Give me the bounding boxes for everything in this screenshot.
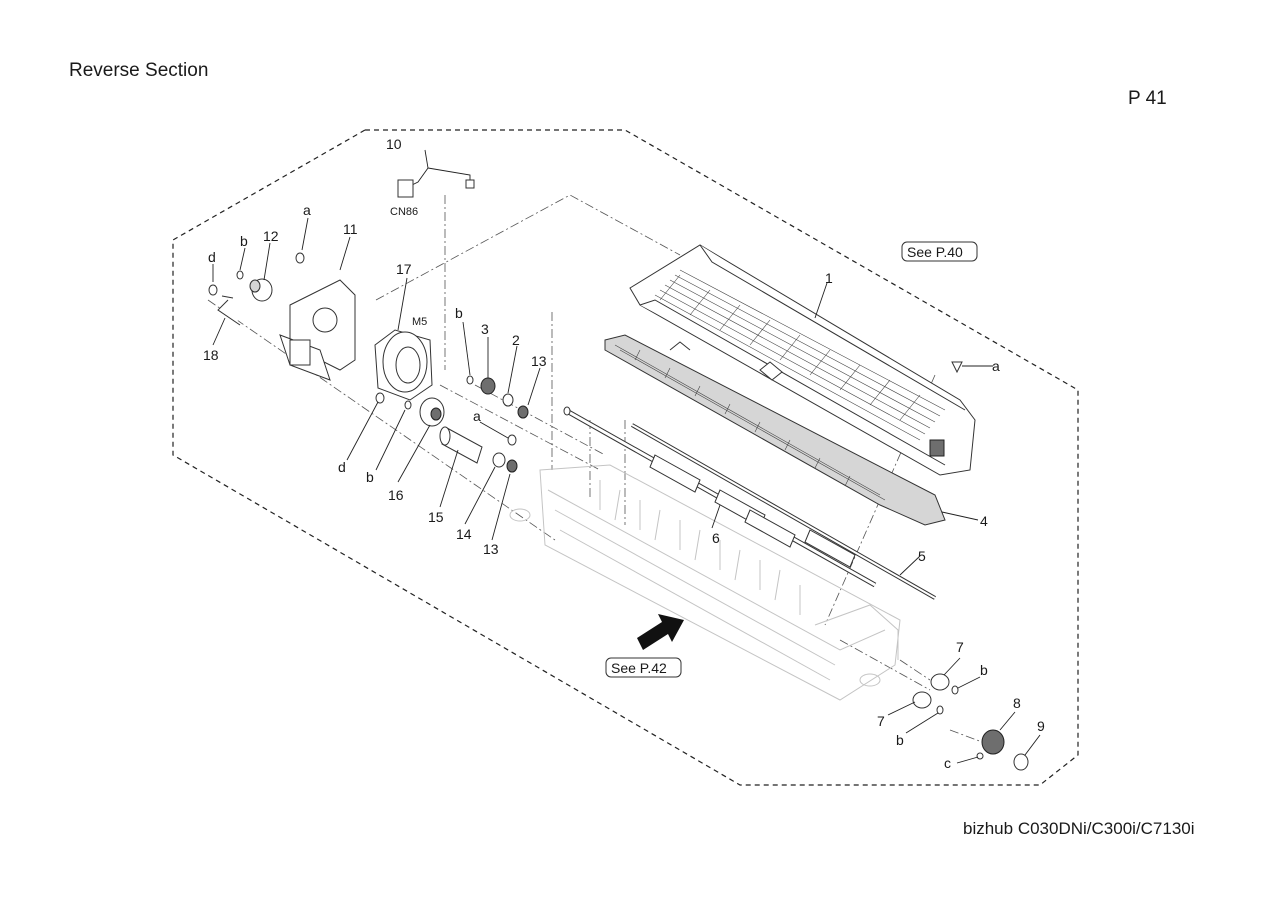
fastener-a-right: a: [992, 358, 1000, 374]
callout-17: 17: [396, 261, 412, 277]
connector-cn86-label: CN86: [390, 206, 418, 218]
part-17-motor: [374, 329, 433, 401]
callout-5: 5: [918, 548, 926, 564]
fastener-d-top: d: [208, 249, 216, 265]
direction-arrow: [637, 614, 684, 650]
callout-3: 3: [481, 321, 489, 337]
fastener-b-right-lower: b: [896, 732, 904, 748]
callout-6: 6: [712, 530, 720, 546]
part-12-pulley: [249, 278, 273, 302]
ref-see-p42-text: See P.42: [611, 660, 667, 676]
callout-11: 11: [343, 221, 358, 237]
part-7-bushing-lower: [912, 691, 932, 709]
part-8-gear: [981, 729, 1005, 755]
callout-7-lower: 7: [877, 713, 885, 729]
small-components: [208, 252, 963, 473]
part-7-bushing-upper: [930, 673, 950, 691]
callout-7-upper: 7: [956, 639, 964, 655]
callout-2: 2: [512, 332, 520, 348]
callout-1: 1: [825, 270, 833, 286]
ref-see-p40[interactable]: See P.40: [901, 241, 978, 262]
callout-leaders: [212, 217, 1041, 764]
section-boundary: [172, 129, 1079, 786]
part-2-washer: [502, 393, 514, 407]
callout-14: 14: [456, 526, 472, 542]
callout-18: 18: [203, 347, 219, 363]
part-15-sleeve: [439, 426, 483, 464]
page-title: Reverse Section: [69, 60, 209, 81]
page-number: P 41: [1128, 88, 1167, 109]
motor-m5-label: M5: [412, 316, 427, 328]
callout-10: 10: [386, 136, 402, 152]
model-name: bizhub C030DNi/C300i/C7130i: [963, 819, 1195, 838]
part-13-bushing-lower: [506, 459, 518, 473]
ref-see-p40-text: See P.40: [907, 244, 963, 260]
part-3-gear: [480, 377, 496, 395]
callout-9: 9: [1037, 718, 1045, 734]
fastener-b-left: b: [240, 233, 248, 249]
fastener-callouts: a a a b b b b b c d d: [208, 202, 1000, 771]
ref-see-p42[interactable]: See P.42: [605, 657, 682, 678]
callout-12: 12: [263, 228, 279, 244]
callout-16: 16: [388, 487, 404, 503]
fastener-c: c: [944, 755, 951, 771]
callout-13-lower: 13: [483, 541, 499, 557]
fastener-d-bottom: d: [338, 459, 346, 475]
part-6-roller-shaft: [563, 406, 877, 588]
right-lower-components: [912, 673, 1029, 771]
fastener-b-mid: b: [455, 305, 463, 321]
part-13-bushing-upper: [517, 405, 529, 419]
callout-13-upper: 13: [531, 353, 547, 369]
part-1-upper-guide: [629, 244, 976, 476]
fastener-a-top: a: [303, 202, 311, 218]
part-14-washer: [492, 452, 506, 468]
part-16-gear: [419, 397, 445, 427]
fastener-b-right-upper: b: [980, 662, 988, 678]
callout-8: 8: [1013, 695, 1021, 711]
callout-15: 15: [428, 509, 444, 525]
fastener-a-middle: a: [473, 408, 481, 424]
part-11-bracket: [279, 279, 356, 381]
part-9-ring: [1013, 753, 1029, 771]
part-5-shaft: [631, 423, 936, 600]
callout-4: 4: [980, 513, 988, 529]
reverse-guide-frame-ghost: [509, 464, 901, 701]
part-4-lower-guide: [604, 334, 946, 526]
part-10-harness: [397, 149, 475, 198]
part-callouts: 1 2 3 4 5 6 7 7 8 9 10 11 12 13 13 14 15…: [203, 136, 1045, 734]
fastener-b-lower: b: [366, 469, 374, 485]
